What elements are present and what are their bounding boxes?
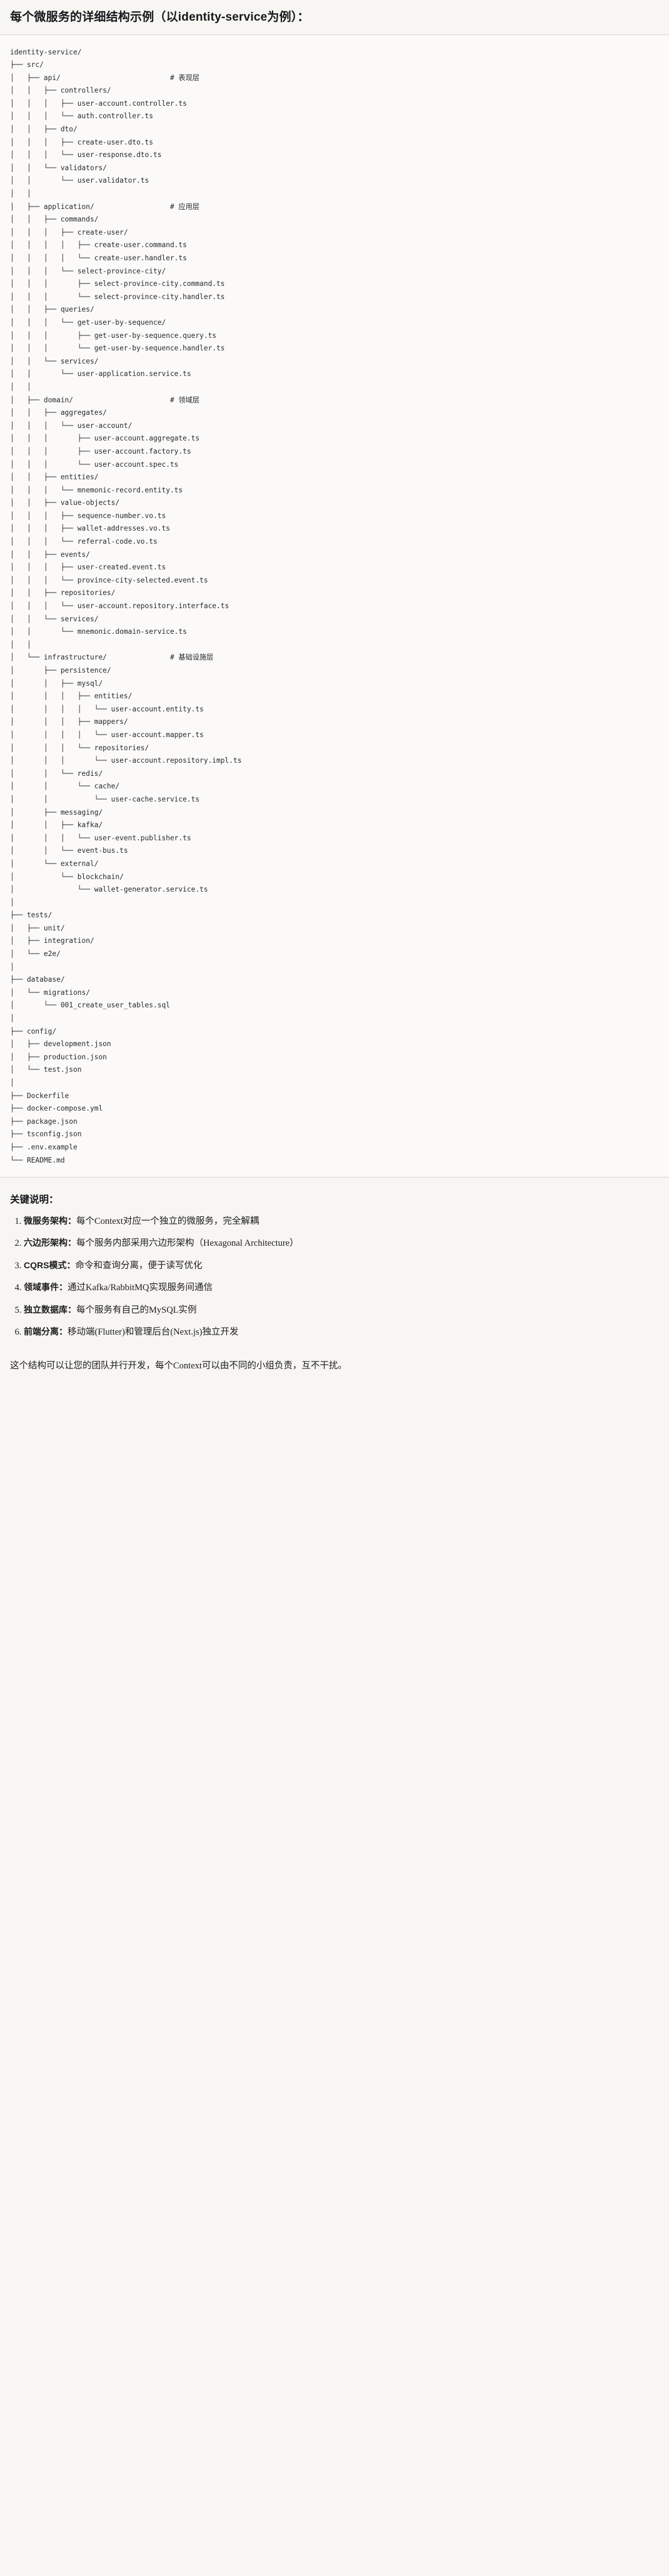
- key-notes-heading: 关键说明：: [10, 1194, 59, 1206]
- directory-tree: identity-service/ ├── src/ │ ├── api/ # …: [10, 48, 242, 1164]
- key-note-lead: 微服务架构：: [24, 1215, 76, 1226]
- key-note-body: 每个服务有自己的MySQL实例: [76, 1305, 197, 1315]
- key-note-lead: CQRS模式：: [24, 1260, 76, 1270]
- key-note-item: 前端分离：移动端(Flutter)和管理后台(Next.js)独立开发: [24, 1325, 659, 1339]
- key-note-body: 每个服务内部采用六边形架构（Hexagonal Architecture）: [76, 1238, 299, 1249]
- key-notes-section: 关键说明： 微服务架构：每个Context对应一个独立的微服务，完全解耦六边形架…: [0, 1178, 669, 1350]
- key-note-lead: 领域事件：: [24, 1282, 68, 1293]
- key-note-body: 每个Context对应一个独立的微服务，完全解耦: [76, 1216, 259, 1226]
- document-page: 每个微服务的详细结构示例（以identity-service为例）： ident…: [0, 0, 669, 1385]
- key-note-item: 领域事件：通过Kafka/RabbitMQ实现服务间通信: [24, 1281, 659, 1295]
- key-note-lead: 六边形架构：: [24, 1238, 76, 1248]
- key-note-item: CQRS模式：命令和查询分离，便于读写优化: [24, 1259, 659, 1273]
- key-note-body: 移动端(Flutter)和管理后台(Next.js)独立开发: [68, 1327, 239, 1338]
- key-note-item: 微服务架构：每个Context对应一个独立的微服务，完全解耦: [24, 1214, 659, 1228]
- directory-tree-block: identity-service/ ├── src/ │ ├── api/ # …: [0, 34, 669, 1178]
- key-note-lead: 独立数据库：: [24, 1304, 76, 1315]
- key-note-lead: 前端分离：: [24, 1326, 68, 1337]
- page-title: 每个微服务的详细结构示例（以identity-service为例）：: [10, 11, 309, 24]
- title-divider: [0, 34, 669, 35]
- key-note-item: 独立数据库：每个服务有自己的MySQL实例: [24, 1303, 659, 1317]
- key-note-body: 命令和查询分离，便于读写优化: [75, 1260, 203, 1271]
- tree-divider: [0, 1177, 669, 1178]
- key-note-body: 通过Kafka/RabbitMQ实现服务间通信: [68, 1283, 213, 1293]
- closing-paragraph: 这个结构可以让您的团队并行开发，每个Context可以由不同的小组负责，互不干扰…: [10, 1360, 347, 1371]
- key-note-item: 六边形架构：每个服务内部采用六边形架构（Hexagonal Architectu…: [24, 1236, 659, 1250]
- key-notes-list: 微服务架构：每个Context对应一个独立的微服务，完全解耦六边形架构：每个服务…: [10, 1214, 659, 1340]
